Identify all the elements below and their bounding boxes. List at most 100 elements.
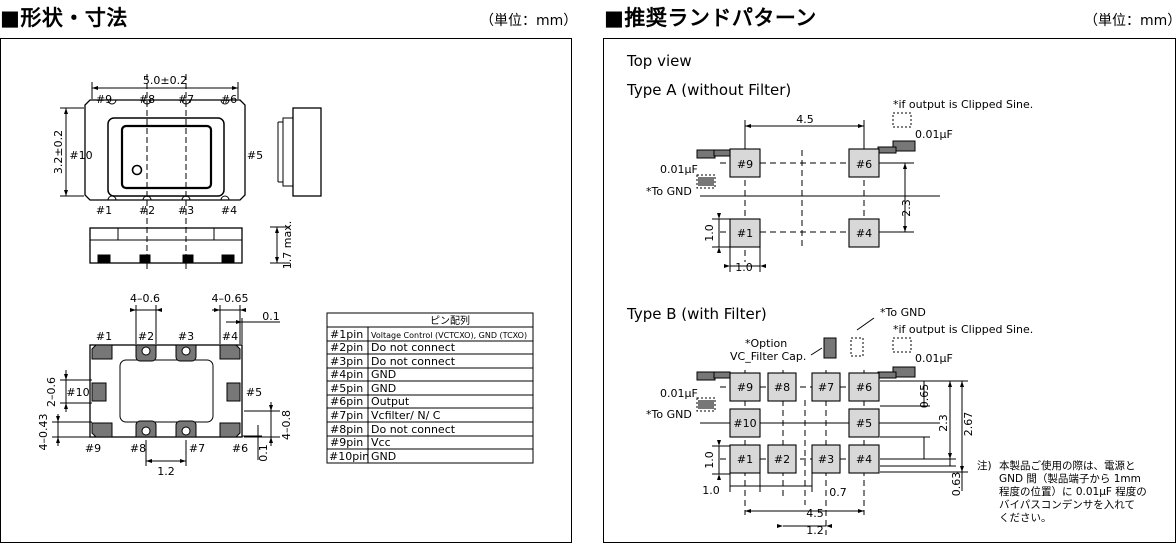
option-label: *Option [745,337,787,350]
dim-a-10h: 1.0 [735,261,753,274]
bv-pin-8: #8 [130,442,146,455]
func-cell: Output [371,395,410,408]
bv-pin-7: #7 [189,442,205,455]
pin-cell: #10pin [329,450,369,463]
dim-thickness: 1.7 max. [281,221,294,269]
dim-b-12: 1.2 [806,524,824,537]
pin-label-10: #10 [69,149,92,162]
land-pad-b-2 [767,444,797,474]
land-pad-a-6 [848,148,880,178]
section-title-outline: ■形状・寸法 [0,6,128,30]
pin-label-7: #7 [178,93,194,106]
dim-b-267: 2.67 [962,412,975,437]
pin-label-1: #1 [96,204,112,217]
pin-cell: #4pin [330,368,363,381]
pin-cell: #1pin [330,328,363,341]
dim-b-10h: 1.0 [702,484,720,497]
pin-cell: #5pin [330,382,363,395]
bv-pin-1: #1 [96,330,112,343]
type-a-title: Type A (without Filter) [626,81,791,99]
land-pad-b-3 [811,444,841,474]
func-cell: GND [371,368,396,381]
note-line: GND 間（製品端子から 1mm [999,473,1141,485]
unit-label-right: （単位：mm） [1084,13,1176,29]
pin-cell: #3pin [330,355,363,368]
pad-label-b5: #5 [856,417,872,430]
pin-cell: #7pin [330,409,363,422]
bv-pin-4: #4 [222,330,238,343]
bv-pin-5: #5 [246,386,262,399]
land-pad-a-4 [848,218,880,248]
note-mark: 注) [977,460,992,472]
bv-pin-9: #9 [85,442,101,455]
cap-b-right: 0.01μF [915,352,953,365]
bv-pin-3: #3 [178,330,194,343]
func-cell: Vcc [371,436,391,449]
dim-right: 4–0.8 [280,410,293,440]
dim-top-left: 4–0.6 [130,292,160,305]
pad-label-b10: #10 [733,417,756,430]
note-line: ください。 [999,512,1052,524]
pad-label-a4: #4 [856,227,872,240]
func-cell: GND [371,450,396,463]
note-line: 程度の位置）に 0.01μF 程度の [999,486,1147,498]
cap-a-right: 0.01μF [915,128,953,141]
land-pad-b-6 [848,372,880,402]
land-pad-b-9 [729,372,761,402]
to-gnd-b: *To GND [646,408,692,421]
pad-label-b2: #2 [774,453,790,466]
dim-height: 3.2±0.2 [52,130,65,174]
func-cell: GND [371,382,396,395]
pin-label-3: #3 [178,204,194,217]
pad-label-b6: #6 [856,381,872,394]
to-gnd-a: *To GND [646,185,692,198]
dim-left-upper: 2–0.6 [45,377,58,407]
pin-label-9: #9 [96,93,112,106]
pad-label-a9: #9 [737,158,753,171]
dim-a-10v: 1.0 [703,224,716,242]
pin-label-4: #4 [221,204,237,217]
pin-label-5: #5 [247,149,263,162]
dim-width: 5.0±0.2 [143,74,187,87]
dim-b-23: 2.3 [937,414,950,432]
to-gnd-b-top: *To GND [880,306,926,319]
bv-pin-10: #10 [66,386,89,399]
func-cell: Voltage Control (VCTCXO), GND (TCXO) [371,331,527,340]
unit-label-left: （単位：mm） [480,13,578,29]
bv-pin-6: #6 [232,442,248,455]
dim-a-45: 4.5 [796,113,814,126]
clipped-note-b: *if output is Clipped Sine. [893,323,1033,336]
dim-b-07: 0.7 [829,486,847,499]
dim-left-lower: 4–0.43 [37,414,50,451]
land-pattern-drawing: Top view Type A (without Filter) [626,52,1033,537]
land-pad-b-10 [729,408,761,438]
dim-right-small: 0.1 [257,444,270,462]
pad-label-b1: #1 [737,453,753,466]
clipped-note-a: *if output is Clipped Sine. [893,98,1033,111]
land-pad-b-8 [767,372,797,402]
dim-b-10v: 1.0 [703,451,716,469]
pin-cell: #2pin [330,341,363,354]
section-title-land-pattern: ■推奨ランドパターン [604,6,817,30]
top-view-label: Top view [626,52,692,70]
pin-label-2: #2 [139,204,155,217]
type-b-title: Type B (with Filter) [626,305,767,323]
pin-label-6: #6 [221,93,237,106]
dim-top-right: 4–0.65 [212,292,249,305]
pad-label-a1: #1 [737,227,753,240]
land-pad-b-7 [811,372,841,402]
func-cell: Do not connect [371,341,456,354]
vc-filter-label: VC_Filter Cap. [730,350,806,363]
pin-label-8: #8 [139,93,155,106]
land-pad-a-9 [729,148,761,178]
func-cell: Do not connect [371,423,456,436]
dim-b-063: 0.63 [950,472,963,497]
pin-cell: #6pin [330,395,363,408]
dim-gap: 0.1 [262,310,280,323]
outline-drawing: 5.0±0.2 3.2±0.2 1.7 max. #9 #8 #7 #6 #1 … [37,74,534,478]
pad-label-b4: #4 [856,453,872,466]
pin-table-header: ピン配列 [430,314,470,327]
bypass-cap-note: 注) 本製品ご使用の際は、電源と GND 間（製品端子から 1mm 程度の位置）… [977,460,1173,525]
pad-label-b9: #9 [737,381,753,394]
dim-b-45: 4.5 [806,507,824,520]
